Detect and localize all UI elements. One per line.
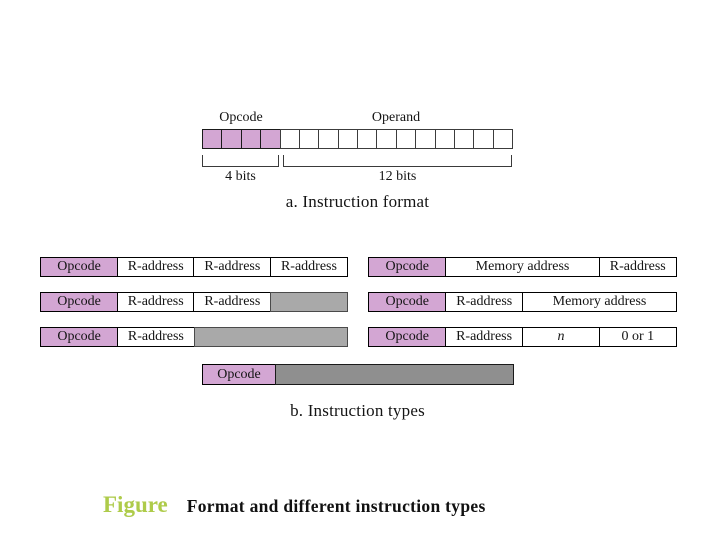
- r-address-cell: R-address: [444, 327, 524, 347]
- type-row-right-2: Opcode R-address Memory address: [368, 292, 677, 312]
- operand-bit-cell: [434, 129, 455, 149]
- type-row-right-3: Opcode R-address n 0 or 1: [368, 327, 677, 347]
- type-row-right-1: Opcode Memory address R-address: [368, 257, 677, 277]
- r-address-cell: R-address: [193, 292, 272, 312]
- opcode-bits-label: 4 bits: [225, 169, 256, 184]
- instruction-format-caption: a. Instruction format: [285, 192, 430, 211]
- opcode-bit-cell: [221, 129, 242, 149]
- unused-field-cell: [274, 364, 514, 385]
- type-row-left-2: Opcode R-address R-address: [40, 292, 348, 312]
- opcode-cell: Opcode: [40, 292, 119, 312]
- figure-caption: Figure Format and different instruction …: [103, 492, 486, 518]
- figure-caption-prefix: Figure: [103, 492, 168, 517]
- operand-bit-cell: [279, 129, 300, 149]
- operand-bit-cell: [473, 129, 494, 149]
- operand-bit-cell: [453, 129, 475, 149]
- figure-caption-title: Format and different instruction types: [186, 496, 486, 516]
- operand-bit-cell: [492, 129, 513, 149]
- operand-bit-cell: [298, 129, 320, 149]
- opcode-bits-bracket: [202, 155, 279, 167]
- r-address-cell: R-address: [116, 257, 195, 277]
- operand-bits-bracket: [283, 155, 512, 167]
- operand-bit-cell: [415, 129, 436, 149]
- operand-bit-cell: [337, 129, 358, 149]
- opcode-cell: Opcode: [202, 364, 276, 385]
- format-operand-label: Operand: [371, 110, 421, 125]
- operand-bit-cell: [376, 129, 397, 149]
- operand-bit-cell: [395, 129, 417, 149]
- opcode-cell: Opcode: [368, 257, 447, 277]
- r-address-cell: R-address: [193, 257, 272, 277]
- operand-bit-cell: [318, 129, 339, 149]
- r-address-cell: R-address: [116, 292, 195, 312]
- type-row-left-1: Opcode R-address R-address R-address: [40, 257, 348, 277]
- operand-bit-cell: [357, 129, 378, 149]
- r-address-cell: R-address: [269, 257, 348, 277]
- operand-bits-label: 12 bits: [378, 169, 417, 184]
- opcode-cell: Opcode: [40, 257, 119, 277]
- opcode-bit-cell: [202, 129, 223, 149]
- memory-address-cell: Memory address: [445, 257, 600, 277]
- opcode-bit-cell: [260, 129, 281, 149]
- n-cell: n: [521, 327, 601, 347]
- format-opcode-label: Opcode: [219, 110, 263, 125]
- r-address-cell: R-address: [598, 257, 677, 277]
- opcode-cell: Opcode: [368, 327, 447, 347]
- type-row-left-3: Opcode R-address: [40, 327, 348, 347]
- unused-field-cell: [269, 292, 348, 312]
- r-address-cell: R-address: [116, 327, 195, 347]
- opcode-cell: Opcode: [368, 292, 447, 312]
- instruction-types-caption: b. Instruction types: [290, 401, 425, 420]
- unused-field-cell: [193, 327, 348, 347]
- r-address-cell: R-address: [445, 292, 524, 312]
- opcode-cell: Opcode: [40, 327, 119, 347]
- opcode-bit-cell: [240, 129, 262, 149]
- memory-address-cell: Memory address: [522, 292, 677, 312]
- type-row-bottom: Opcode: [202, 364, 514, 385]
- zero-or-one-cell: 0 or 1: [598, 327, 677, 347]
- bit-row: [202, 129, 513, 149]
